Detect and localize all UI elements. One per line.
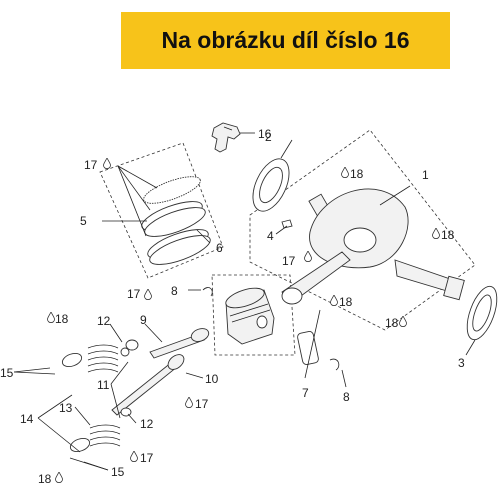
- piston-group-frame: [211, 274, 296, 356]
- callout-10: 10: [205, 372, 219, 386]
- piston-rings-parts: [102, 165, 211, 265]
- part-16-bracket: [211, 122, 255, 153]
- crankshaft-parts: [275, 185, 465, 305]
- part-3-washer: [465, 285, 498, 356]
- callout-5: 5: [80, 214, 87, 228]
- callout-1: 1: [422, 168, 429, 182]
- callout-17-valve: 17: [127, 287, 141, 301]
- callout-4: 4: [267, 229, 274, 243]
- callout-18-pin: 18: [339, 295, 353, 309]
- crankshaft-group-frame: [249, 129, 476, 331]
- callout-18-bottom: 18: [385, 316, 399, 330]
- callout-7: 7: [302, 386, 309, 400]
- callout-17-stem: 17: [195, 397, 209, 411]
- callout-17-seat: 17: [140, 451, 154, 465]
- callout-14: 14: [20, 412, 34, 426]
- callout-17-crank: 17: [282, 254, 296, 268]
- valve-parts: [13, 323, 210, 471]
- callout-6: 6: [216, 241, 223, 255]
- callout-8-clip-lower: 8: [343, 390, 350, 404]
- banner-title: Na obrázku díl číslo 16: [161, 27, 410, 53]
- callout-3: 3: [458, 356, 465, 370]
- callout-16: 16: [258, 127, 272, 141]
- callout-15-lower: 15: [111, 465, 125, 479]
- callout-12-upper: 12: [97, 314, 111, 328]
- callout-18-right: 18: [441, 228, 455, 242]
- callout-15-upper: 15: [0, 366, 14, 380]
- callout-11: 11: [97, 378, 110, 392]
- callout-8-clip: 8: [171, 284, 178, 298]
- callout-18-top: 18: [350, 167, 364, 181]
- callout-13: 13: [59, 401, 73, 415]
- part-number-banner: Na obrázku díl číslo 16: [121, 12, 450, 69]
- piston-rings-group-frame: [99, 142, 224, 279]
- callout-18-keeper: 18: [38, 472, 52, 486]
- piston-parts: [188, 287, 347, 388]
- callout-17-rings: 17: [84, 158, 98, 172]
- callout-12-lower: 12: [140, 417, 154, 431]
- callout-2: 2: [265, 130, 272, 144]
- part-2-washer: [252, 139, 293, 212]
- callout-9: 9: [140, 313, 147, 327]
- callout-18-spring: 18: [55, 312, 69, 326]
- callout-labels: 1 2 3 4 5 6 7 8 8 9 10 11 12 12 13 14 15…: [0, 127, 465, 486]
